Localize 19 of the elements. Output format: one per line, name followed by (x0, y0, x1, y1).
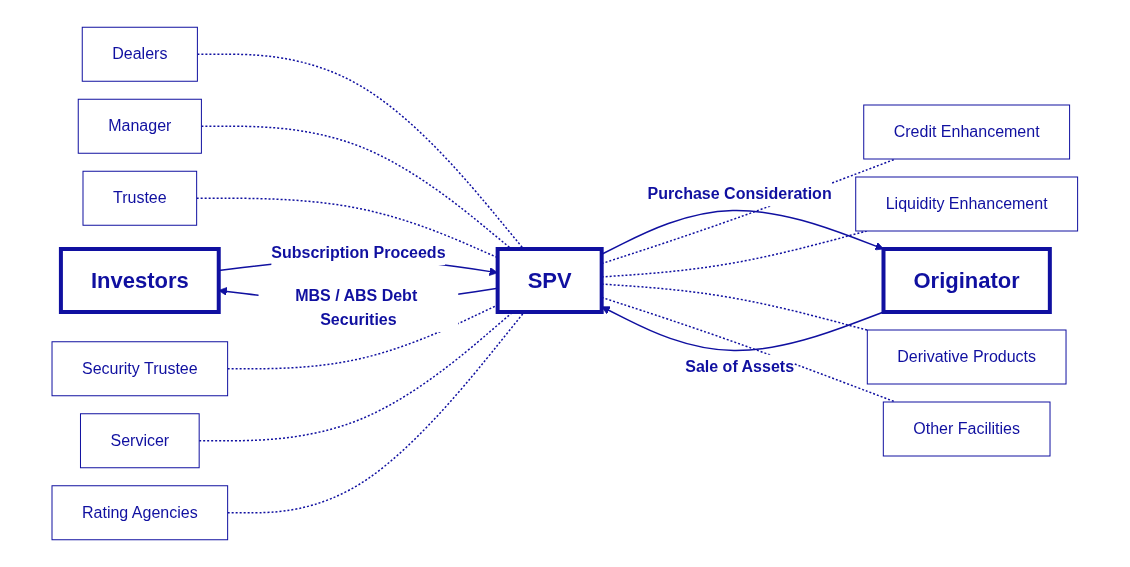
node-box: Investors (59, 247, 221, 314)
node-box: Manager (77, 98, 203, 154)
node-box: Dealers (81, 26, 199, 82)
node-box: Originator (881, 247, 1052, 314)
connector (200, 125, 513, 250)
node-box: Other Facilities (883, 401, 1051, 457)
edge-label: Purchase Consideration (647, 185, 832, 203)
node-box: Credit Enhancement (863, 104, 1071, 160)
node-box: Derivative Products (867, 329, 1067, 385)
edge-label: Sale of Assets (685, 357, 795, 375)
node-box: Security Trustee (51, 341, 229, 397)
node-box: SPV (495, 247, 604, 314)
node-box: Trustee (82, 170, 198, 226)
node-box: Servicer (80, 413, 200, 469)
edge-label: Subscription Proceeds (271, 244, 446, 262)
connector (196, 53, 525, 250)
node-box: Liquidity Enhancement (855, 176, 1079, 232)
edge-label: MBS / ABS Debt Securities (295, 286, 418, 328)
node-box: Rating Agencies (51, 485, 229, 541)
